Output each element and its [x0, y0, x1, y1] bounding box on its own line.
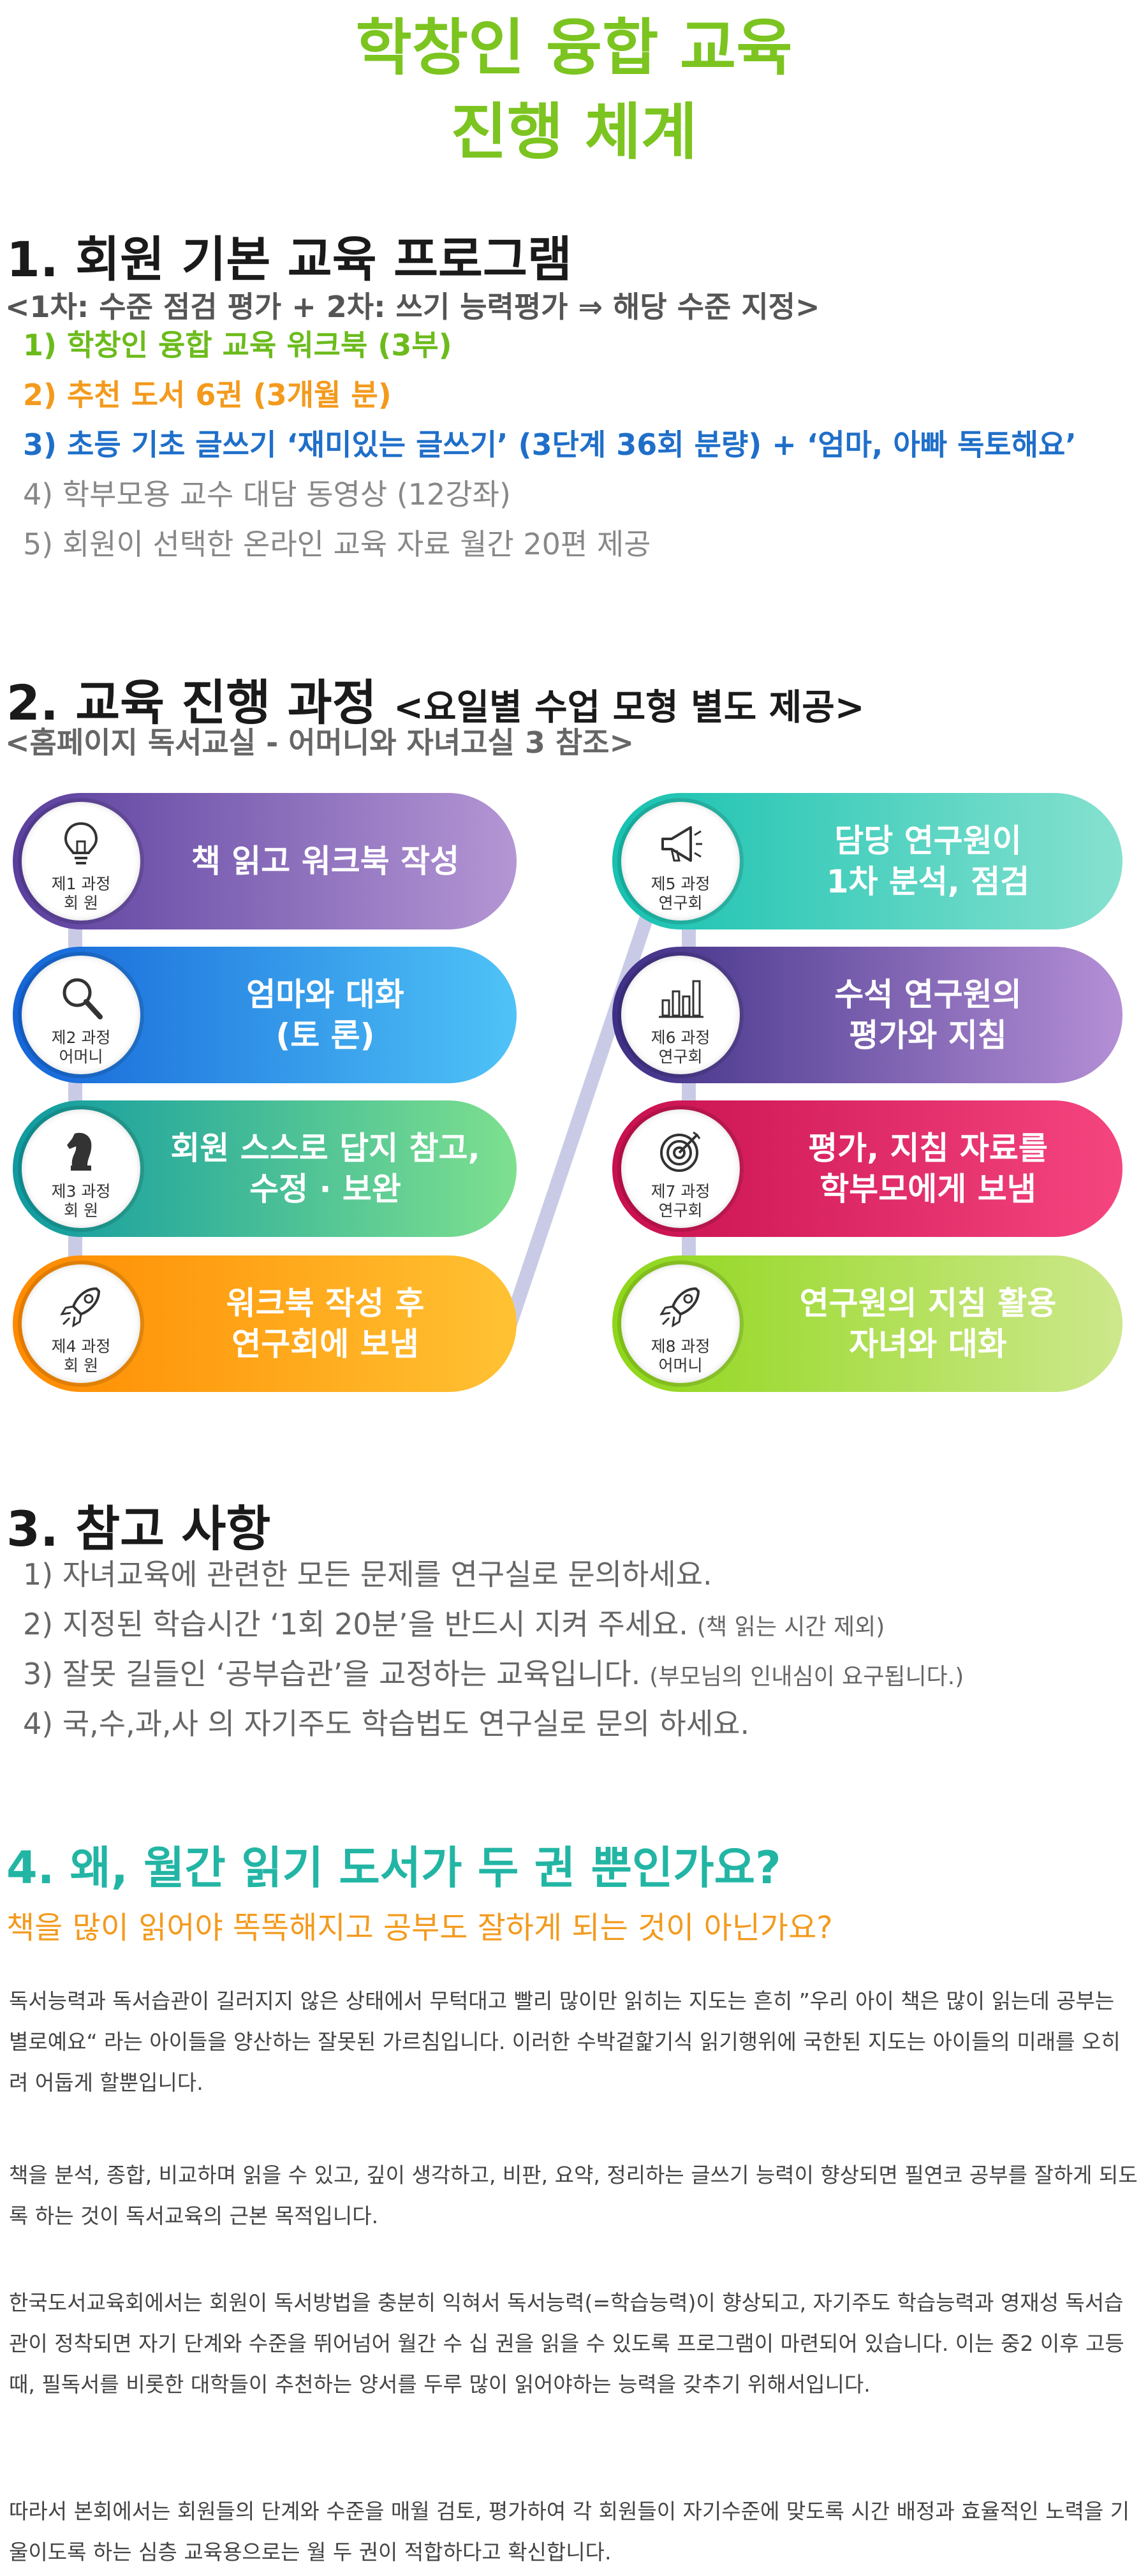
section2-title-sub: <요일별 수업 모형 별도 제공>	[394, 687, 865, 729]
section3-item: 2) 지정된 학습시간 ‘1회 20분’을 반드시 지켜 주세요. (책 읽는 시…	[23, 1601, 885, 1643]
target-icon	[655, 1126, 706, 1180]
section3-item: 3) 잘못 길들인 ‘공부습관’을 교정하는 교육입니다. (부모님의 인내심이 …	[23, 1651, 964, 1693]
step-actor: 연구회	[658, 1047, 703, 1066]
step-actor: 회 원	[64, 1356, 98, 1375]
step-actor: 어머니	[59, 1047, 103, 1066]
section4-subtitle: 책을 많이 읽어야 똑똑해지고 공부도 잘하게 되는 것이 아닌가요?	[6, 1910, 833, 1946]
section3-item-note: (부모님의 인내심이 요구됩니다.)	[649, 1664, 964, 1690]
step-stage: 제6 과정	[651, 1028, 710, 1047]
step-stage: 제2 과정	[51, 1028, 111, 1047]
step-actor: 어머니	[658, 1356, 703, 1375]
chess-knight-icon	[55, 1126, 107, 1180]
step-label: 회원 스스로 답지 참고, 수정 · 보완	[170, 1130, 480, 1208]
step-actor: 연구회	[658, 894, 703, 912]
section4-paragraph: 독서능력과 독서습관이 길러지지 않은 상태에서 무턱대고 빨리 많이만 읽히는…	[9, 1988, 1121, 2095]
section4-title: 4. 왜, 월간 읽기 도서가 두 권 뿐인가요?	[6, 1842, 781, 1894]
section2-title: 2. 교육 진행 과정 <요일별 수업 모형 별도 제공>	[6, 663, 865, 734]
section1-title: 1. 회원 기본 교육 프로그램	[6, 231, 572, 288]
section1-item: 4) 학부모용 교수 대담 동영상 (12강좌)	[23, 477, 511, 512]
page-title-line2: 진행 체계	[450, 96, 698, 168]
step-label: 평가, 지침 자료를 학부모에게 보냄	[808, 1130, 1048, 1208]
step-actor: 회 원	[64, 1201, 98, 1220]
step-label: 수석 연구원의 평가와 지침	[834, 976, 1022, 1054]
section1-item: 3) 초등 기초 글쓰기 ‘재미있는 글쓰기’ (3단계 36회 분량) + ‘…	[23, 427, 1077, 462]
section4-paragraph: 따라서 본회에서는 회원들의 단계와 수준을 매월 검토, 평가하여 각 회원들…	[9, 2499, 1130, 2565]
section4-paragraph: 책을 분석, 종합, 비교하며 읽을 수 있고, 깊이 생각하고, 비판, 요약…	[9, 2163, 1138, 2228]
step-label: 책 읽고 워크북 작성	[191, 843, 460, 880]
section2-title-main: 2. 교육 진행 과정	[6, 674, 377, 731]
step-stage: 제7 과정	[651, 1182, 710, 1201]
section4-paragraph: 한국도서교육회에서는 회원이 독서방법을 충분히 익혀서 독서능력(=학습능력)…	[9, 2290, 1124, 2397]
bar-chart-icon	[655, 972, 706, 1026]
section1-subtitle: <1차: 수준 점검 평가 + 2차: 쓰기 능력평가 ⇒ 해당 수준 지정>	[5, 290, 820, 324]
section3-title: 3. 참고 사항	[6, 1500, 271, 1557]
section3-item: 1) 자녀교육에 관련한 모든 문제를 연구실로 문의하세요.	[23, 1551, 712, 1594]
step-stage: 제5 과정	[651, 875, 710, 893]
section3-item-note: (책 읽는 시간 제외)	[697, 1614, 885, 1640]
step-label: 엄마와 대화 (토 론)	[246, 976, 404, 1054]
lightbulb-icon	[55, 818, 107, 872]
step-stage: 제1 과정	[51, 875, 111, 893]
step-stage: 제4 과정	[51, 1337, 111, 1356]
step-label: 워크북 작성 후 연구회에 보냄	[226, 1285, 425, 1363]
step-actor: 연구회	[658, 1201, 703, 1220]
step-label: 담당 연구원이 1차 분석, 점검	[826, 822, 1030, 900]
section1-item: 1) 학창인 융합 교육 워크북 (3부)	[23, 328, 452, 362]
section3-item: 4) 국,수,과,사 의 자기주도 학습법도 연구실로 문의 하세요.	[23, 1701, 749, 1743]
step-label: 연구원의 지침 활용 자녀와 대화	[799, 1285, 1057, 1363]
section3-item-text: 4) 국,수,과,사 의 자기주도 학습법도 연구실로 문의 하세요.	[23, 1706, 750, 1741]
section1-item: 5) 회원이 선택한 온라인 교육 자료 월간 20편 제공	[23, 527, 651, 561]
section1-item: 2) 추천 도서 6권 (3개월 분)	[23, 378, 392, 412]
section2-subtitle: <홈페이지 독서교실 - 어머니와 자녀고실 3 참조>	[5, 725, 635, 760]
step-stage: 제3 과정	[51, 1182, 111, 1201]
page-title-line1: 학창인 융합 교육	[355, 12, 793, 84]
rocket-icon	[655, 1281, 706, 1335]
section3-item-text: 2) 지정된 학습시간 ‘1회 20분’을 반드시 지켜 주세요.	[23, 1607, 688, 1641]
rocket-icon	[55, 1281, 107, 1335]
megaphone-icon	[655, 818, 706, 872]
section3-item-text: 1) 자녀교육에 관련한 모든 문제를 연구실로 문의하세요.	[23, 1557, 712, 1592]
section3-item-text: 3) 잘못 길들인 ‘공부습관’을 교정하는 교육입니다.	[23, 1657, 641, 1691]
step-stage: 제8 과정	[651, 1337, 710, 1356]
step-actor: 회 원	[64, 894, 98, 912]
search-icon	[55, 972, 107, 1026]
